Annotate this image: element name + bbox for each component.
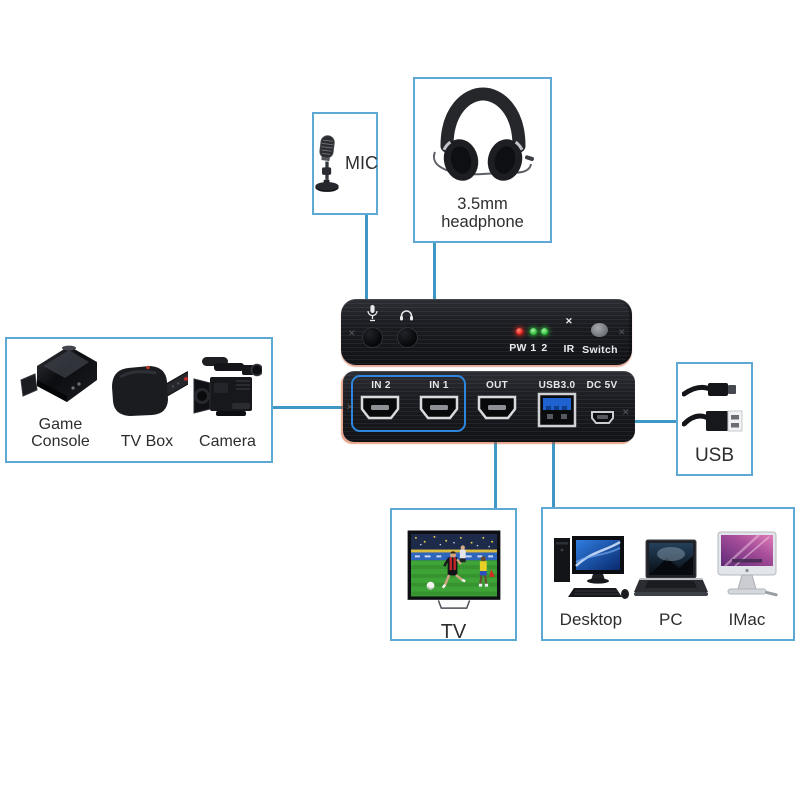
port-label-in1: IN 1 <box>429 380 449 391</box>
port-label-out: OUT <box>485 380 508 391</box>
usb-cable-icon <box>681 378 748 440</box>
player-yellow <box>478 556 488 587</box>
computer-label: PC <box>658 610 683 630</box>
source-label: Game Console <box>31 416 90 451</box>
source-item: TV Box <box>106 347 188 451</box>
line-dc5v-to-usb <box>616 420 676 423</box>
sources-box: Game Console TV Box <box>5 337 273 463</box>
headphones-icon <box>425 82 541 188</box>
player-white <box>459 545 466 563</box>
hdmi-port-icon <box>475 393 519 430</box>
power-led <box>516 328 523 335</box>
mic-label: MIC <box>345 153 378 174</box>
led2-label: 2 <box>541 342 548 354</box>
tv-icon <box>407 530 501 614</box>
switch-button <box>591 323 608 337</box>
source-item: Game Console <box>15 346 106 451</box>
laptop-icon <box>633 538 709 604</box>
line-mic-to-device <box>365 215 368 302</box>
tv-box-icon <box>106 353 188 427</box>
line-sources-to-device <box>273 406 345 409</box>
microphone-jack-icon <box>366 304 379 323</box>
source-label: Camera <box>199 433 256 451</box>
channel1-led <box>530 328 537 335</box>
screw-icon: ✕ <box>348 328 356 338</box>
ir-receiver-icon: ✕ <box>565 316 573 326</box>
computers-box: Desktop PC <box>541 507 795 641</box>
headphone-box: 3.5mm headphone <box>413 77 552 243</box>
desktop-computer-icon <box>552 532 630 604</box>
port-label-dc5v: DC 5V <box>586 380 618 391</box>
headphone-output-jack <box>397 327 418 348</box>
screw-icon: ✕ <box>618 327 626 337</box>
screw-icon: ✕ <box>622 407 630 417</box>
usb3-port-icon <box>536 391 578 436</box>
capture-device-front-panel: ✕ ✕ IN 2 IN 1 OUT USB3.0 DC 5V <box>343 371 635 442</box>
computer-item: PC <box>633 521 709 629</box>
tv-label: TV <box>440 621 467 643</box>
player-striped <box>441 551 466 589</box>
switch-label: Switch <box>582 344 618 356</box>
capture-device-rear-panel: ✕ ✕ PW 1 2 ✕ IR Switch <box>341 299 632 365</box>
computer-label: Desktop <box>559 610 623 630</box>
line-out-to-tv <box>494 426 497 508</box>
camcorder-icon <box>192 351 263 427</box>
source-item: Camera <box>188 347 267 451</box>
mic-box: MIC <box>312 112 378 215</box>
headphone-label: 3.5mm headphone <box>441 195 524 231</box>
source-label: TV Box <box>120 433 174 451</box>
line-usb3-to-computers <box>552 428 555 507</box>
line-headphone-vertical <box>433 243 436 339</box>
hdmi-inputs-outline <box>351 375 466 432</box>
mic-input-jack <box>362 327 383 348</box>
headphone-jack-icon <box>399 308 414 321</box>
usb-box: USB <box>676 362 753 476</box>
computer-label: IMac <box>728 610 766 630</box>
ir-label: IR <box>563 343 575 355</box>
microphone-icon <box>312 131 342 197</box>
computer-item: IMac <box>709 521 785 629</box>
computer-item: Desktop <box>549 521 633 629</box>
led1-label: 1 <box>530 342 537 354</box>
mini-usb-port-icon <box>589 409 616 431</box>
imac-icon <box>715 530 779 604</box>
game-console-icon <box>17 338 103 410</box>
pw-label: PW <box>509 342 527 354</box>
hdmi-port-icon <box>358 393 402 430</box>
port-label-in2: IN 2 <box>371 380 391 391</box>
port-label-usb3: USB3.0 <box>538 380 576 391</box>
tv-box: TV <box>390 508 517 643</box>
channel2-led <box>541 328 548 335</box>
hdmi-port-icon <box>417 393 461 430</box>
usb-label: USB <box>694 445 735 467</box>
screw-icon: ✕ <box>346 402 354 412</box>
